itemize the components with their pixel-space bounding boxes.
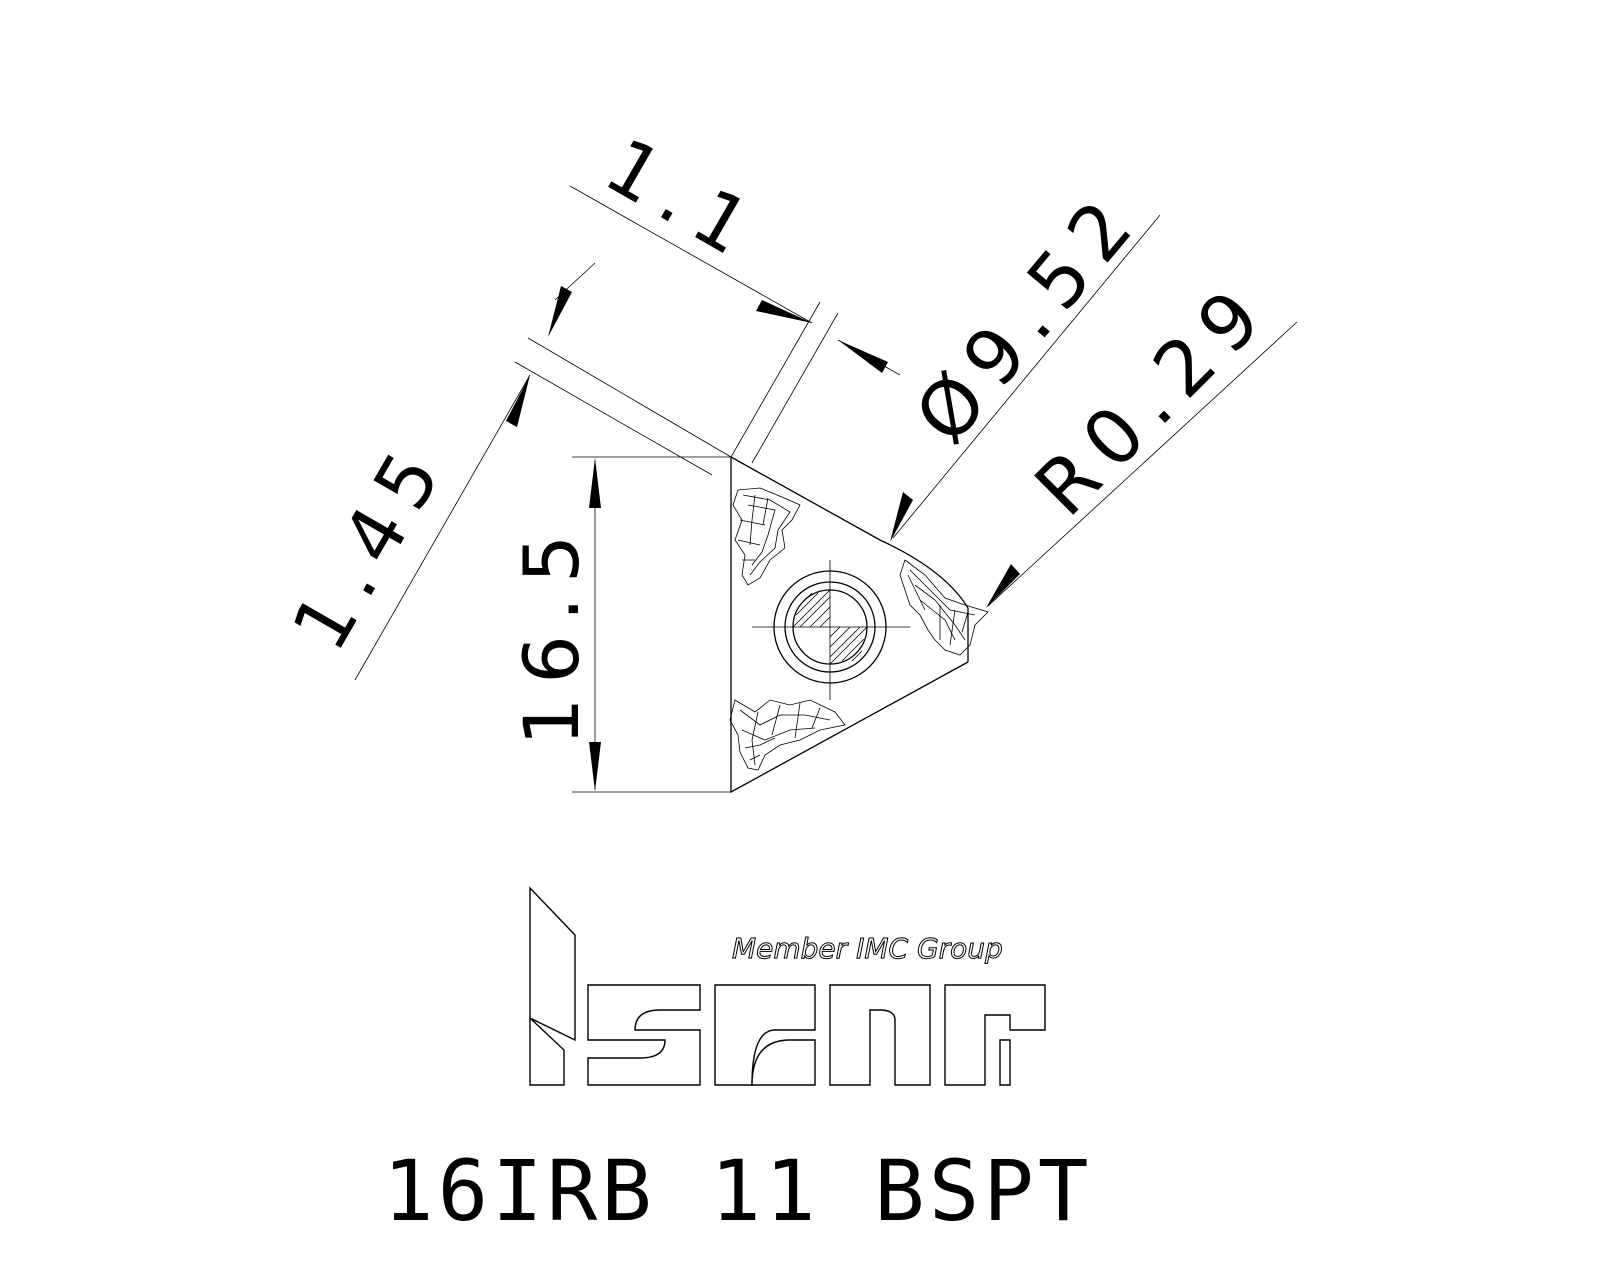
center-hole [752,560,910,700]
dimension-height-label: 16.5 [507,521,596,746]
cutting-edge-right [899,559,989,656]
cutting-edge-bottom [729,699,846,771]
dimension-radius [986,321,1298,608]
cutting-edge-top-left [732,487,801,586]
logo-tagline: Member IMC Group [732,932,1003,965]
dimension-width-top [569,185,901,464]
dimension-offset [354,262,732,681]
dimension-diameter [890,214,1161,542]
part-number: 16IRB 11 BSPT [383,1142,1092,1240]
dimension-offset-label: 1.45 [275,425,465,665]
iscar-logo [529,886,1046,1086]
dimension-width-top-label: 1.1 [591,121,777,280]
dimension-height [572,456,731,793]
